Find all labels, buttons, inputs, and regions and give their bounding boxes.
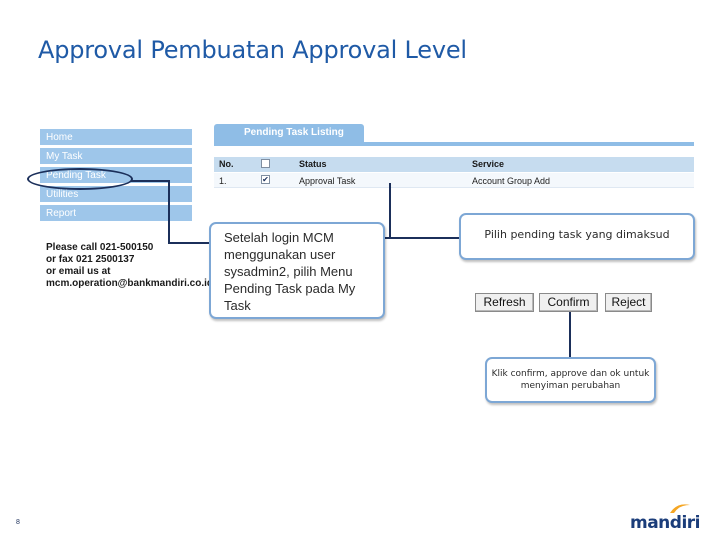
menu-item-my-task[interactable]: My Task xyxy=(40,148,192,165)
connector-line xyxy=(168,242,211,244)
callout-confirm-text: Klik confirm, approve dan ok untuk menyi… xyxy=(491,369,650,391)
mandiri-logo-icon xyxy=(670,504,690,513)
contact-email[interactable]: mcm.operation@bankmandiri.co.id xyxy=(46,278,214,289)
column-header-status: Status xyxy=(299,159,327,169)
confirm-button[interactable]: Confirm xyxy=(539,293,598,312)
connector-line xyxy=(168,180,170,244)
tab-bar xyxy=(214,124,694,146)
connector-line xyxy=(569,311,571,358)
callout-select xyxy=(459,213,695,260)
row-status: Approval Task xyxy=(299,176,356,186)
reject-button[interactable]: Reject xyxy=(605,293,652,312)
tab-pending-task-listing[interactable]: Pending Task Listing xyxy=(214,124,364,146)
contact-email-label: or email us at xyxy=(46,266,111,277)
connector-line xyxy=(384,237,461,239)
mandiri-logo: mandiri xyxy=(630,513,701,533)
contact-phone: Please call 021-500150 xyxy=(46,242,154,253)
menu-item-utilities[interactable]: Utilities xyxy=(40,186,192,203)
callout-confirm xyxy=(485,357,656,403)
connector-line xyxy=(389,183,391,239)
highlight-ellipse xyxy=(27,168,133,190)
table-header xyxy=(214,157,694,172)
callout-login-text: Setelah login MCM menggunakan user sysad… xyxy=(224,230,356,313)
select-all-checkbox[interactable] xyxy=(261,159,270,168)
contact-fax: or fax 021 2500137 xyxy=(46,254,135,265)
checkmark-icon: ✔ xyxy=(262,175,269,184)
table-row[interactable] xyxy=(214,173,694,188)
page-number: 8 xyxy=(16,519,20,526)
callout-login xyxy=(209,222,385,319)
row-checkbox[interactable]: ✔ xyxy=(261,175,270,184)
row-number: 1. xyxy=(219,176,227,186)
row-service: Account Group Add xyxy=(472,176,551,186)
callout-select-text: Pilih pending task yang dimaksud xyxy=(484,228,670,241)
slide-title: Approval Pembuatan Approval Level xyxy=(38,36,467,64)
column-header-no: No. xyxy=(219,159,234,169)
menu-item-report[interactable]: Report xyxy=(40,205,192,222)
refresh-button[interactable]: Refresh xyxy=(475,293,534,312)
connector-line xyxy=(131,180,170,182)
column-header-service: Service xyxy=(472,159,505,169)
menu-item-home[interactable]: Home xyxy=(40,129,192,146)
